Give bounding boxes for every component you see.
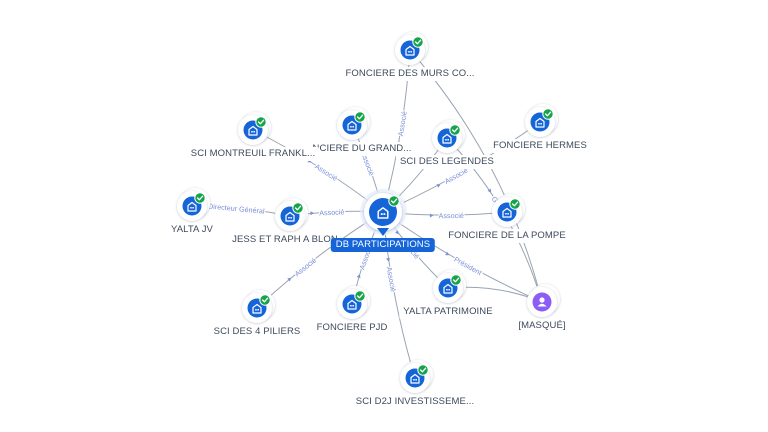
svg-text:Associé: Associé <box>319 207 345 217</box>
verified-check-icon <box>354 290 366 302</box>
verified-check-icon <box>417 364 429 376</box>
verified-check-icon <box>509 198 521 210</box>
svg-text:Associé: Associé <box>439 211 464 220</box>
verified-check-icon <box>292 202 304 214</box>
edge-label-center-murs: Associé <box>395 109 410 145</box>
node-label-pompe[interactable]: FONCIERE DE LA POMPE <box>444 229 570 243</box>
verified-check-icon <box>542 108 554 120</box>
node-label-pjd[interactable]: FONCIERE PJD <box>312 321 392 335</box>
svg-text:Associé: Associé <box>313 162 339 183</box>
node-label-grand[interactable]: NCIERE DU GRAND... <box>308 142 416 156</box>
node-hermes[interactable] <box>525 104 558 137</box>
building-icon <box>443 283 453 294</box>
edge-center-d2j <box>382 211 416 379</box>
node-legendes[interactable] <box>432 120 465 153</box>
node-label-murs[interactable]: FONCIERE DES MURS CO... <box>341 67 479 81</box>
building-icon <box>285 211 295 222</box>
building-icon <box>248 125 258 136</box>
building-icon <box>502 207 512 218</box>
verified-check-icon <box>194 192 206 204</box>
node-label-yaltajv[interactable]: YALTA JV <box>167 223 217 237</box>
node-pjd[interactable] <box>337 286 370 319</box>
building-icon <box>377 207 389 219</box>
person-icon <box>537 297 547 307</box>
building-icon <box>347 120 357 131</box>
node-label-montreuil[interactable]: SCI MONTREUIL FRANKL... <box>186 147 320 161</box>
verified-check-icon <box>449 124 461 136</box>
node-label-d2j[interactable]: SCI D2J INVESTISSEME... <box>351 395 479 409</box>
center-node-label[interactable]: DB PARTICIPATIONS <box>330 238 436 252</box>
building-icon <box>535 117 545 128</box>
building-icon <box>187 201 197 212</box>
verified-check-icon <box>354 111 366 123</box>
node-grand[interactable] <box>337 107 370 140</box>
edge-label-center-piliers: Associé <box>287 254 319 282</box>
verified-check-icon <box>259 294 271 306</box>
node-label-hermes[interactable]: FONCIERE HERMES <box>489 139 591 153</box>
node-yaltapat[interactable] <box>433 270 466 303</box>
svg-text:Directeur Général: Directeur Général <box>208 201 266 215</box>
verified-check-icon <box>388 195 400 207</box>
node-montreuil[interactable] <box>238 112 271 145</box>
svg-text:Associé: Associé <box>385 266 398 292</box>
node-label-masque[interactable]: [MASQUÉ] <box>514 319 570 333</box>
building-icon <box>410 373 420 384</box>
edge-label-center-pompe: Associé <box>429 210 465 221</box>
node-masque[interactable] <box>527 284 560 317</box>
verified-check-icon <box>412 36 424 48</box>
verified-check-icon <box>255 116 267 128</box>
node-label-yaltapat[interactable]: YALTA PATRIMOINE <box>399 305 497 319</box>
edge-label-center-jess: Associé <box>310 206 346 219</box>
building-icon <box>405 45 415 56</box>
edge-label-center-d2j: Associé <box>384 257 399 294</box>
node-murs[interactable] <box>395 32 428 65</box>
edge-label-center-hermes: Associé <box>436 165 471 188</box>
node-yaltajv[interactable] <box>177 188 210 221</box>
building-icon <box>442 133 452 144</box>
node-piliers[interactable] <box>242 290 275 323</box>
node-label-jess[interactable]: JESS ET RAPH A BLON <box>228 233 342 247</box>
building-icon <box>252 303 262 314</box>
node-label-legendes[interactable]: SCI DES LEGENDES <box>396 155 498 169</box>
node-label-piliers[interactable]: SCI DES 4 PILIERS <box>209 325 305 339</box>
building-icon <box>347 299 357 310</box>
node-center[interactable] <box>360 189 406 236</box>
node-d2j[interactable] <box>400 360 433 393</box>
svg-text:Associé: Associé <box>293 256 318 279</box>
verified-check-icon <box>450 274 462 286</box>
svg-text:Associé: Associé <box>396 111 409 137</box>
node-jess[interactable] <box>275 198 308 231</box>
node-pompe[interactable] <box>492 194 525 227</box>
